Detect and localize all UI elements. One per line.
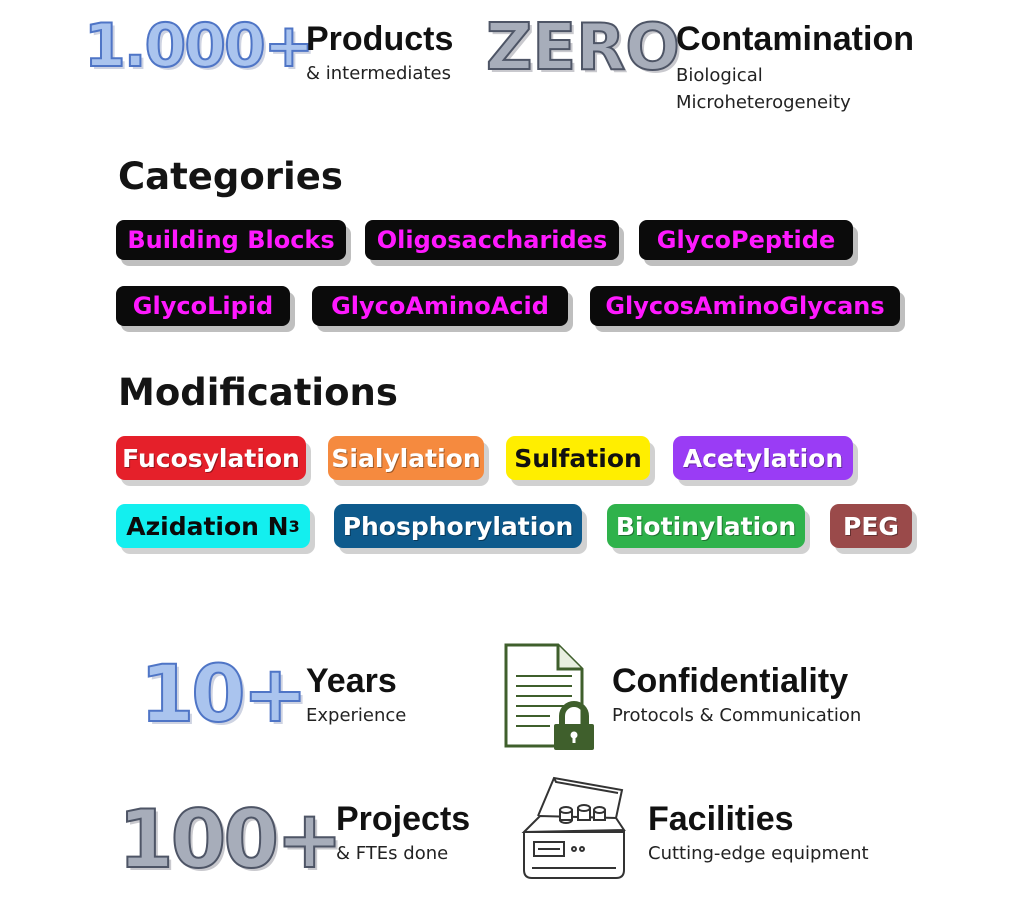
- category-pill: GlycoAminoAcid: [312, 286, 568, 326]
- confidentiality-subtitle: Protocols & Communication: [612, 705, 862, 726]
- modification-pill: Biotinylation: [607, 504, 805, 548]
- projects-title: Projects: [336, 800, 471, 838]
- category-pill: Building Blocks: [116, 220, 346, 260]
- years-title: Years: [306, 662, 397, 700]
- zero-label: ZERO: [485, 11, 681, 85]
- categories-heading: Categories: [118, 155, 343, 198]
- modification-pill: PEG: [830, 504, 912, 548]
- contamination-subtitle-line2: Microheterogeneity: [676, 92, 851, 113]
- products-count: 1.000+: [83, 11, 315, 81]
- category-pill: GlycosAminoGlycans: [590, 286, 900, 326]
- projects-count: 100+: [117, 793, 344, 886]
- products-subtitle: & intermediates: [306, 63, 451, 84]
- contamination-subtitle-line1: Biological: [676, 65, 763, 86]
- category-pill: GlycoPeptide: [639, 220, 853, 260]
- facilities-title: Facilities: [648, 800, 794, 838]
- modification-pill: Fucosylation: [116, 436, 306, 480]
- document-lock-icon: [500, 642, 602, 752]
- years-subtitle: Experience: [306, 705, 407, 726]
- category-pill: GlycoLipid: [116, 286, 290, 326]
- contamination-title: Contamination: [676, 20, 914, 58]
- confidentiality-title: Confidentiality: [612, 662, 849, 700]
- subscript-3: 3: [288, 516, 300, 536]
- modification-pill: Sialylation: [328, 436, 484, 480]
- projects-subtitle: & FTEs done: [336, 843, 449, 864]
- centrifuge-icon: [518, 772, 630, 884]
- modifications-heading: Modifications: [118, 371, 398, 414]
- products-title: Products: [306, 20, 454, 58]
- facilities-subtitle: Cutting-edge equipment: [648, 843, 869, 864]
- modification-pill: Phosphorylation: [334, 504, 582, 548]
- modification-pill: Sulfation: [506, 436, 650, 480]
- modification-pill: Acetylation: [673, 436, 853, 480]
- category-pill: Oligosaccharides: [365, 220, 619, 260]
- years-count: 10+: [139, 650, 309, 740]
